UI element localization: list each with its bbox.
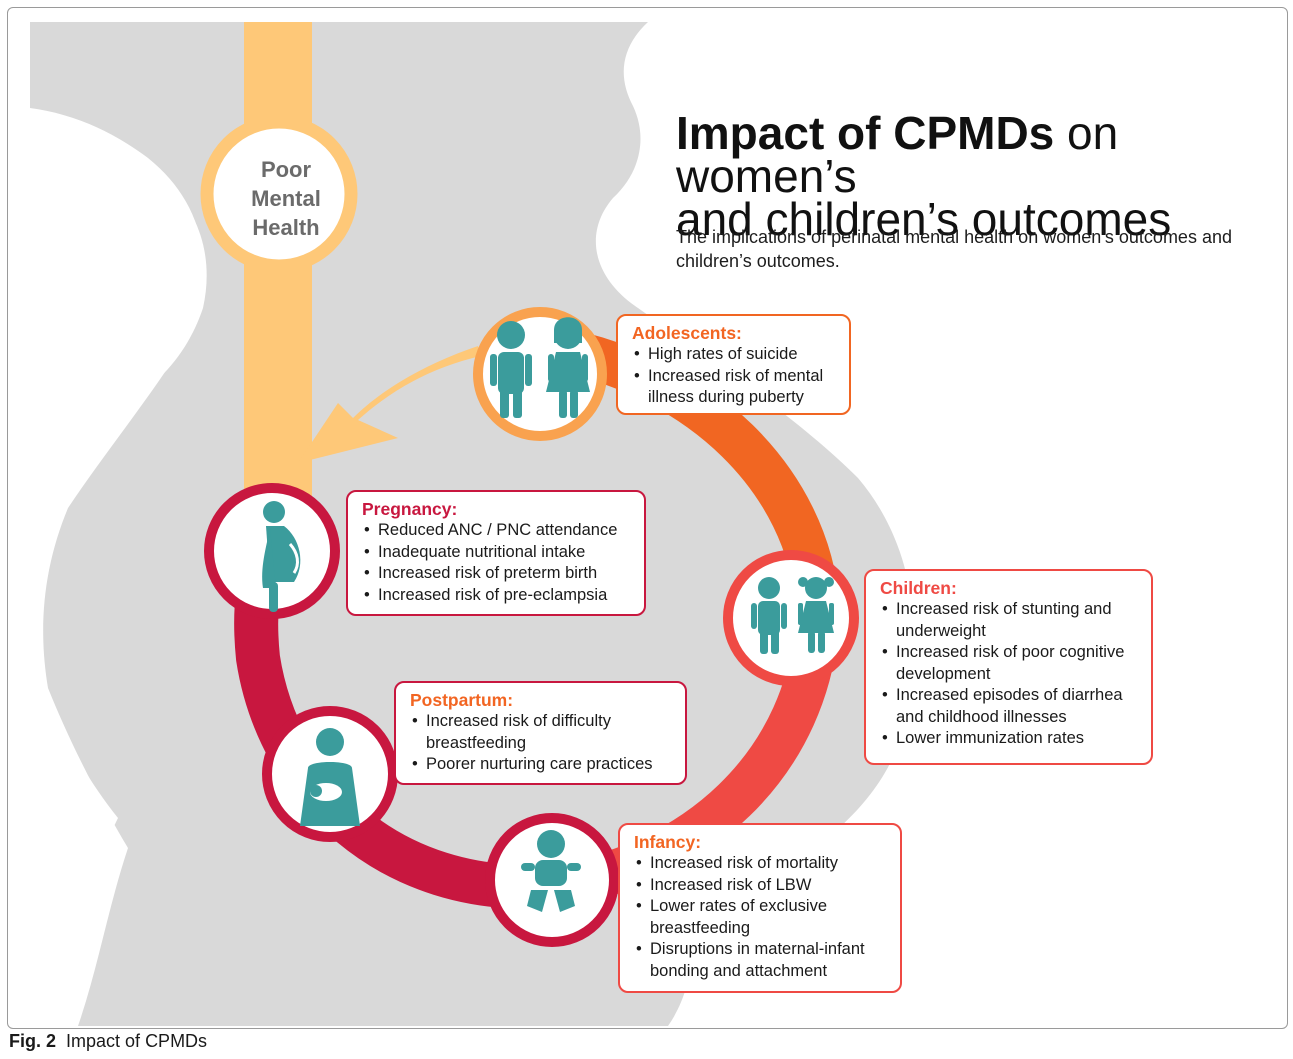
figure-number: Fig. 2: [9, 1031, 57, 1051]
list-item: Increased episodes of diarrhea and child…: [880, 685, 1141, 728]
list-item: Increased risk of preterm birth: [362, 563, 634, 585]
list-item: High rates of suicide: [632, 344, 839, 366]
list-item: Increased risk of pre-eclampsia: [362, 585, 634, 607]
baby-icon: [521, 830, 581, 912]
list-item: Lower rates of exclusive breastfeeding: [634, 896, 890, 939]
mother-with-baby-icon: [300, 728, 360, 826]
mental-health-circle: [200, 115, 358, 273]
children-heading: Children:: [880, 578, 957, 598]
list-item: Inadequate nutritional intake: [362, 542, 634, 564]
figure-title: Impact of CPMDs on women’s and children’…: [676, 107, 1172, 245]
list-item: Disruptions in maternal-infant bonding a…: [634, 939, 890, 982]
adolescents-icon: [490, 317, 590, 418]
list-item: Increased risk of stunting and underweig…: [880, 599, 1141, 642]
children-list: Increased risk of stunting and underweig…: [880, 599, 1141, 750]
caption-text: Impact of CPMDs: [66, 1031, 208, 1051]
list-item: Lower immunization rates: [880, 728, 1141, 750]
adolescents-box: Adolescents: High rates of suicide Incre…: [616, 314, 851, 415]
return-arrow: [298, 346, 481, 463]
postpartum-box: Postpartum: Increased risk of difficulty…: [394, 681, 687, 785]
figure-subtitle: The implications of perinatal mental hea…: [676, 227, 1232, 271]
list-item: Increased risk of mortality: [634, 853, 890, 875]
adolescents-list: High rates of suicide Increased risk of …: [632, 344, 839, 409]
list-item: Poorer nurturing care practices: [410, 754, 675, 776]
postpartum-list: Increased risk of difficulty breastfeedi…: [410, 711, 675, 776]
pregnancy-list: Reduced ANC / PNC attendance Inadequate …: [362, 520, 634, 606]
children-box: Children: Increased risk of stunting and…: [864, 569, 1153, 765]
infancy-box: Infancy: Increased risk of mortality Inc…: [618, 823, 902, 993]
figure-caption: Fig. 2 Impact of CPMDs: [9, 1031, 207, 1052]
poor-mental-health-label: Poor Mental Health: [251, 157, 321, 240]
list-item: Increased risk of poor cognitive develop…: [880, 642, 1141, 685]
pregnant-woman-icon: [262, 501, 301, 612]
arm-gap: [30, 118, 207, 420]
list-item: Increased risk of mental illness during …: [632, 366, 839, 409]
children-icon: [751, 577, 834, 654]
figure-frame: Poor Mental Health Impact of CPMDs on wo…: [7, 7, 1288, 1029]
list-item: Reduced ANC / PNC attendance: [362, 520, 634, 542]
infancy-list: Increased risk of mortality Increased ri…: [634, 853, 890, 982]
postpartum-heading: Postpartum:: [410, 690, 514, 710]
infancy-heading: Infancy:: [634, 832, 702, 852]
children-circle: [723, 550, 859, 686]
back-gap: [30, 648, 118, 1026]
adolescents-heading: Adolescents:: [632, 323, 742, 343]
pregnancy-box: Pregnancy: Reduced ANC / PNC attendance …: [346, 490, 646, 616]
list-item: Increased risk of difficulty breastfeedi…: [410, 711, 675, 754]
pregnancy-heading: Pregnancy:: [362, 499, 458, 519]
list-item: Increased risk of LBW: [634, 875, 890, 897]
